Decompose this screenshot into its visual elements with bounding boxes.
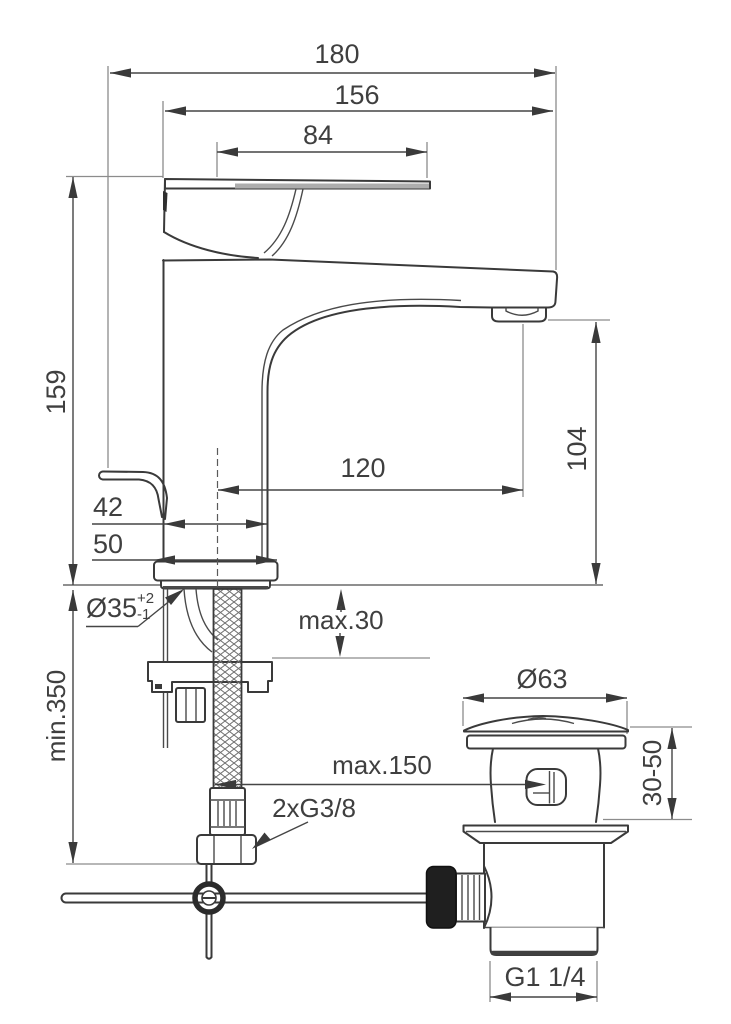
- waste-neck: [489, 747, 602, 823]
- clamp-bracket: [147, 661, 273, 693]
- dim-base-width-label: 50: [93, 529, 123, 559]
- dim-tip-depth-label: 156: [334, 80, 379, 110]
- dim-hole-tol-plus-label: +2: [137, 590, 154, 607]
- dim-overall-depth-label: 180: [314, 39, 359, 69]
- waste-cap-rim: [466, 734, 627, 750]
- pop-up-rod-assembly: [60, 863, 429, 960]
- mounting-hardware: [147, 589, 273, 748]
- braided-hose: [212, 588, 243, 789]
- rod-adjuster: [425, 865, 493, 929]
- rod-pivot-joint: [192, 881, 226, 915]
- handle-edge-shading: [235, 183, 429, 189]
- base-plate: [153, 560, 279, 590]
- dim-hole-tol-minus-label: -1: [137, 606, 150, 623]
- dim-deck-thickness-label: max.30: [298, 605, 383, 635]
- waste-assembly: [425, 715, 629, 956]
- waste-tailpipe: [483, 842, 605, 956]
- dim-spout-height-label: 104: [562, 426, 592, 471]
- waste-cap-dome: [463, 715, 629, 733]
- reference-lines: [63, 66, 692, 1002]
- handle-alt-position: [98, 470, 168, 520]
- dimension-annotations: 180 156 84 159 min.350 104 120: [41, 39, 677, 1002]
- dim-supply-thread-label: 2xG3/8: [272, 793, 356, 823]
- supply-hose: [183, 588, 257, 865]
- dim-waste-cap-diameter-label: Ø63: [516, 664, 567, 694]
- faucet-body: [98, 178, 559, 590]
- spout: [162, 258, 559, 562]
- handle-lever: [163, 178, 431, 259]
- waste-flange: [462, 824, 629, 844]
- dim-rod-distance-label: max.150: [332, 750, 432, 780]
- dim-spout-reach-label: 120: [340, 453, 385, 483]
- hose-connector-nut: [196, 834, 257, 865]
- dim-body-width-label: 42: [93, 492, 123, 522]
- dim-waste-height-range-label: 30-50: [637, 740, 667, 807]
- dim-height-label: 159: [41, 369, 71, 414]
- dim-hole-diameter-label: Ø35: [86, 593, 137, 623]
- dim-lever-reach-label: 84: [303, 120, 333, 150]
- hose-ferrule: [209, 787, 246, 836]
- aerator: [491, 306, 547, 323]
- handle-indicator-mark: [163, 191, 168, 212]
- dim-waste-thread-label: G1 1/4: [504, 962, 585, 992]
- mounting-nut: [175, 687, 206, 723]
- dim-hose-length-label: min.350: [41, 670, 71, 763]
- knurled-knob: [425, 865, 457, 929]
